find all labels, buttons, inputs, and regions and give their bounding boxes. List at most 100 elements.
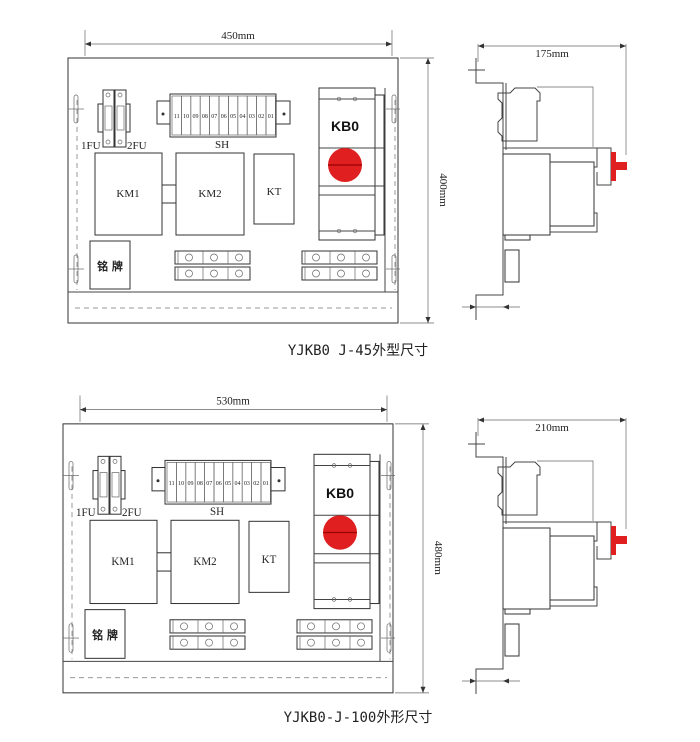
nameplate-label: 铭 牌 [97, 259, 123, 273]
width-dimension: 450mm [221, 30, 255, 42]
screw-terminal-icon [362, 253, 370, 262]
timer-kt [253, 153, 295, 225]
depth-dimension: 210mm [535, 422, 569, 434]
nameplate [89, 240, 131, 290]
terminal-number: 01 [268, 114, 274, 120]
contactor-body [502, 153, 551, 236]
terminal-number: 09 [188, 481, 194, 487]
width-dimension: 530mm [216, 396, 250, 408]
knob-side [611, 152, 616, 181]
fuse-2-label: 2FU [127, 140, 147, 152]
terminal-block-2 [301, 250, 378, 281]
terminal-cell [265, 95, 276, 136]
nameplate-label: 铭 牌 [92, 628, 118, 642]
km1-label: KM1 [111, 556, 134, 568]
screw-terminal-icon [307, 638, 315, 647]
kbo-switch [318, 87, 385, 241]
auxiliary-contact [497, 461, 541, 516]
screw-terminal-icon [337, 253, 345, 262]
kbo-switch [313, 453, 380, 610]
contactor-km1 [94, 152, 163, 236]
terminal-number: 07 [211, 114, 217, 120]
screw-terminal-icon [210, 269, 218, 278]
side-view: 210mm [462, 417, 627, 694]
mounting-slots [63, 461, 395, 653]
screw-terminal-icon [312, 253, 320, 262]
terminal-number: 07 [206, 481, 212, 487]
terminal-number: 10 [183, 114, 189, 120]
terminal-block-1 [174, 250, 251, 281]
kbo-label: KB0 [331, 118, 359, 134]
terminal-number: 08 [202, 114, 208, 120]
mounting-slots [68, 94, 400, 284]
nameplate [84, 609, 126, 659]
terminal-number: 09 [193, 114, 199, 120]
terminal-number: 03 [244, 481, 250, 487]
fuse-1-label: 1FU [81, 140, 101, 152]
caption: YJKB0 J-45外型尺寸 [288, 343, 428, 359]
fuse-holders [97, 89, 131, 148]
terminal-strip-label: SH [210, 506, 224, 518]
depth-dimension: 175mm [535, 48, 569, 60]
height-dimension: 480mm [432, 541, 444, 575]
screw-terminal-icon [205, 638, 213, 647]
knob-side [611, 526, 616, 555]
side-view: 175mm [462, 43, 627, 320]
terminal-block-1 [169, 619, 246, 650]
terminal-number: 03 [249, 114, 255, 120]
terminal-number: 10 [178, 481, 184, 487]
diagram-yjkb0-45: 450mm 400mm [67, 30, 627, 359]
screw-terminal-icon [230, 622, 238, 631]
fuse-1-label: 1FU [76, 507, 96, 519]
screw-terminal-icon [307, 622, 315, 631]
contactor-km2 [175, 152, 245, 236]
terminal-number: 11 [169, 481, 175, 487]
km2-label: KM2 [198, 188, 221, 200]
front-view: 450mm 400mm [67, 30, 449, 324]
terminal-number: 02 [258, 114, 264, 120]
terminal-number: 01 [263, 481, 269, 487]
terminal-number: 06 [221, 114, 227, 120]
screw-terminal-icon [357, 638, 365, 647]
auxiliary-contact [497, 87, 541, 142]
caption: YJKB0-J-100外形尺寸 [284, 710, 433, 726]
screw-terminal-icon [235, 269, 243, 278]
km2-label: KM2 [193, 556, 216, 568]
terminal-number: 11 [174, 114, 180, 120]
terminal-number: 04 [240, 114, 246, 120]
screw-terminal-icon [332, 638, 340, 647]
terminal-block-2 [296, 619, 373, 650]
height-dimension: 400mm [437, 173, 449, 207]
contactor-km1 [89, 519, 158, 605]
front-view: 530mm 480mm [62, 395, 444, 694]
terminal-number: 04 [235, 481, 241, 487]
screw-terminal-icon [210, 253, 218, 262]
kt-label: KT [262, 554, 277, 566]
screw-terminal-icon [357, 622, 365, 631]
terminal-number: 02 [253, 481, 259, 487]
screw-terminal-icon [332, 622, 340, 631]
terminal-number: 05 [225, 481, 231, 487]
screw-terminal-icon [205, 622, 213, 631]
km1-label: KM1 [116, 188, 139, 200]
screw-terminal-icon [362, 269, 370, 278]
mounting-bracket [475, 58, 504, 320]
terminal-number: 06 [216, 481, 222, 487]
diagram-yjkb0-100: 530mm 480mm [62, 395, 627, 726]
screw-terminal-icon [185, 269, 193, 278]
screw-terminal-icon [235, 253, 243, 262]
terminal-strip-label: SH [215, 139, 229, 151]
terminal-cell [260, 462, 271, 503]
terminal-number: 08 [197, 481, 203, 487]
mounting-bracket [475, 432, 504, 694]
kbo-label: KB0 [326, 485, 354, 501]
contactor-km2 [170, 519, 240, 605]
screw-terminal-icon [230, 638, 238, 647]
screw-terminal-icon [312, 269, 320, 278]
kt-label: KT [267, 186, 282, 198]
contactor-body [502, 527, 551, 610]
screw-terminal-icon [180, 622, 188, 631]
